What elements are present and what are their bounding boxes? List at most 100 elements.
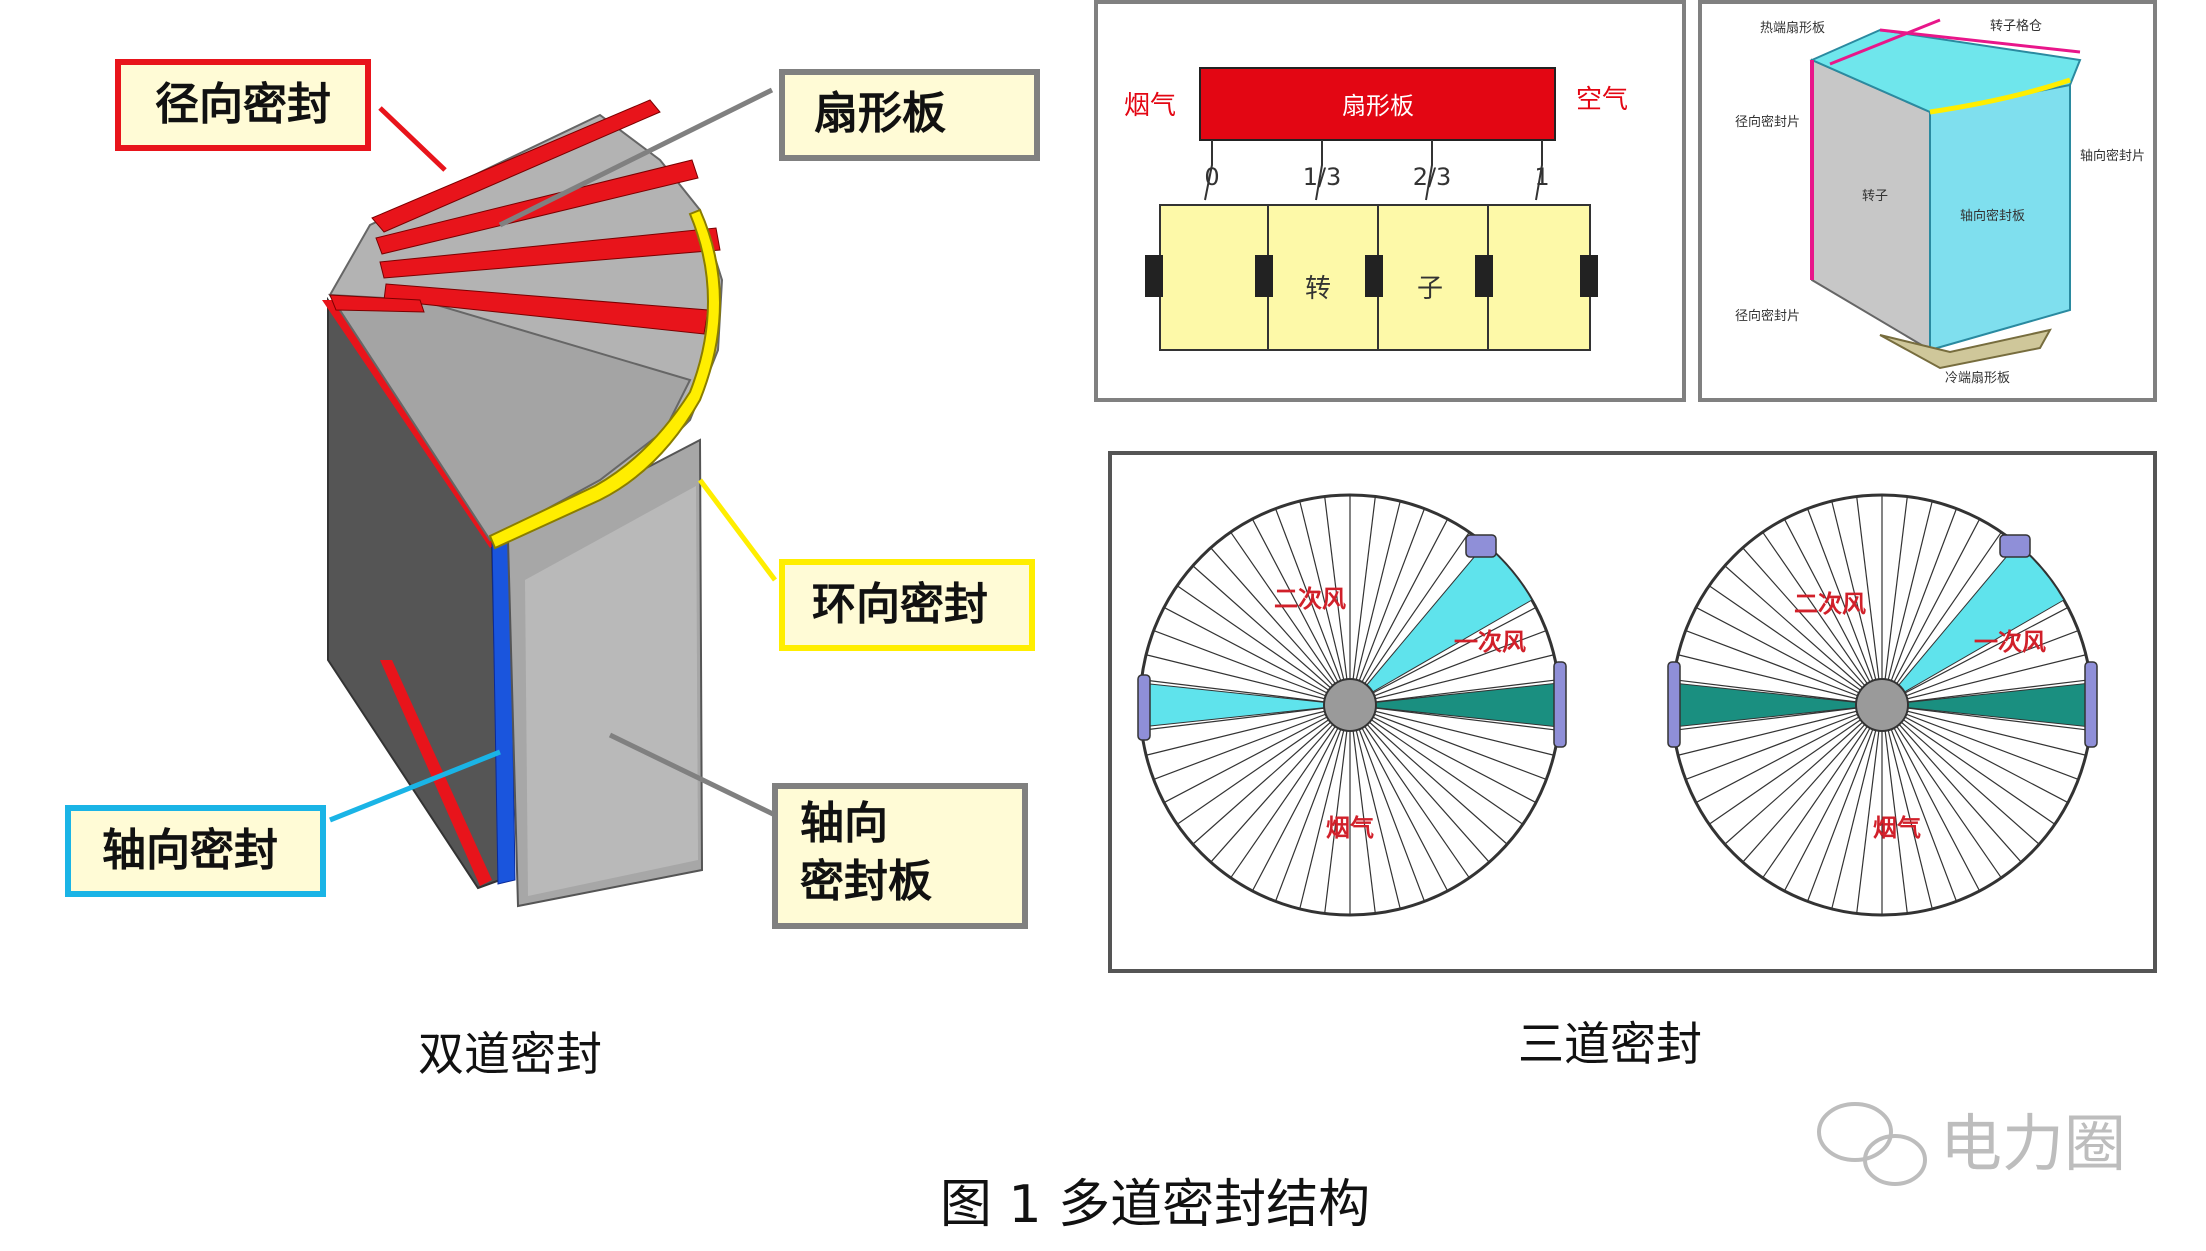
wheel-spoke (1349, 531, 1470, 706)
wheel-spoke (1724, 704, 1883, 845)
wheel-spoke (1274, 508, 1351, 706)
seal-cap (1999, 534, 2031, 558)
wheel-spoke (1742, 547, 1883, 706)
wheel-spoke (1881, 496, 1908, 706)
pointer-radial (378, 106, 447, 172)
wheel-spoke (1324, 496, 1351, 706)
wheel-spoke (1708, 704, 1883, 825)
axial-seal-plate-shade (525, 486, 698, 896)
caption-double-seal: 双道密封 (418, 1027, 602, 1081)
wheel-spoke (1251, 704, 1351, 892)
wheel-spoke (1881, 518, 1981, 706)
wheel-spoke (1349, 704, 1555, 756)
seal-cap (1137, 674, 1151, 741)
svg-text:轴向密封: 轴向密封 (102, 825, 278, 876)
wheel-spoke (1349, 704, 1376, 914)
pointer-sector (498, 87, 774, 228)
three-seal-wheel-right (1667, 493, 2098, 917)
wheel-spoke (1856, 496, 1883, 706)
wheel-spoke (1881, 704, 2069, 804)
wheel-spoke (1881, 704, 2087, 756)
seal-cap (1667, 661, 1681, 748)
wheel-spoke (1349, 518, 1449, 706)
wheel-spoke (1163, 606, 1351, 706)
double-seal-model (322, 99, 724, 908)
wheel-spoke (1881, 654, 2087, 706)
wheel-spoke (1881, 629, 2079, 706)
svg-text:子: 子 (1417, 274, 1443, 304)
label-axial-seal: 轴向密封 (65, 805, 326, 897)
wheel-spoke (1806, 508, 1883, 706)
svg-text:2/3: 2/3 (1413, 163, 1452, 191)
wheel-spoke (1742, 704, 1883, 863)
wheel-spoke (1724, 565, 1883, 706)
wheel-spoke (1163, 704, 1351, 804)
pointer-axial (329, 749, 501, 823)
wheel-spoke (1210, 547, 1351, 706)
hub (1323, 678, 1377, 732)
wheel-spoke (1685, 704, 1883, 781)
wechat-watermark: 电力圈 (1817, 1102, 2126, 1186)
svg-text:密封板: 密封板 (800, 856, 932, 907)
wheel-spoke (1881, 704, 2040, 845)
wheel-spoke (1176, 704, 1351, 825)
svg-text:一次风: 一次风 (1974, 628, 2046, 656)
wheel-spoke (1881, 606, 2069, 706)
svg-text:轴向: 轴向 (800, 798, 888, 849)
wheel-spoke (1349, 679, 1559, 706)
wheel-spoke (1141, 704, 1351, 731)
svg-text:1: 1 (1534, 163, 1549, 191)
wheel-spoke (1349, 704, 1524, 825)
wheel-spoke (1881, 508, 1958, 706)
wheel-spoke (1762, 704, 1883, 879)
svg-text:烟气: 烟气 (1873, 814, 1921, 842)
wheel-spoke (1299, 500, 1351, 706)
label-sector-plate: 扇形板 (779, 69, 1040, 161)
wheel-spoke (1349, 704, 1547, 781)
label-circumferential-seal: 环向密封 (779, 559, 1035, 651)
pointer-circumferential (698, 478, 777, 582)
svg-text:1/3: 1/3 (1303, 163, 1342, 191)
label-axial-seal-plate: 轴向 密封板 (772, 783, 1028, 929)
radial-seal-edge-lower (380, 660, 492, 886)
sector-plate-bar (1199, 67, 1556, 141)
wheel-spoke (1881, 704, 2022, 863)
svg-text:扇形板: 扇形板 (1342, 92, 1414, 120)
wheel-spoke (1141, 679, 1351, 706)
wheel-spoke (1881, 679, 2091, 706)
svg-text:0: 0 (1204, 163, 1219, 191)
circumferential-seal (488, 208, 721, 550)
wheel-spoke (1349, 704, 1449, 892)
svg-text:一次风: 一次风 (1454, 628, 1526, 656)
wheel-spoke (1324, 704, 1351, 914)
hub (1855, 678, 1909, 732)
svg-text:空气: 空气 (1576, 85, 1628, 115)
wheel-spoke (1153, 629, 1351, 706)
wheel-spoke (1349, 500, 1401, 706)
wheel-spoke (1881, 500, 1933, 706)
wechat-icon (1817, 1102, 1893, 1162)
svg-text:轴向密封片: 轴向密封片 (2080, 148, 2145, 164)
svg-text:径向密封片: 径向密封片 (1735, 308, 1800, 324)
wheel-spoke (1349, 654, 1555, 706)
svg-text:电力圈: 电力圈 (1940, 1107, 2126, 1180)
wheel-spoke (1210, 704, 1351, 863)
wheel-spoke (1881, 704, 2079, 781)
wheel-spoke (1881, 704, 1908, 914)
wheel-spoke (1831, 500, 1883, 706)
wheel-spoke (1349, 704, 1537, 804)
svg-text:径向密封: 径向密封 (155, 79, 331, 130)
wheel-spoke (1831, 704, 1883, 910)
wheel-spoke (1349, 508, 1426, 706)
wheel-spoke (1695, 606, 1883, 706)
seal-cap (1465, 534, 1497, 558)
svg-text:扇形板: 扇形板 (814, 88, 946, 139)
wheel-spoke (1881, 704, 2002, 879)
svg-text:烟气: 烟气 (1124, 91, 1176, 121)
wheel-spoke (1192, 704, 1351, 845)
wheel-spoke (1145, 654, 1351, 706)
svg-text:烟气: 烟气 (1326, 814, 1374, 842)
seal-cap (2084, 661, 2098, 748)
wheel-spoke (1349, 704, 1470, 879)
svg-text:冷端扇形板: 冷端扇形板 (1945, 370, 2010, 386)
